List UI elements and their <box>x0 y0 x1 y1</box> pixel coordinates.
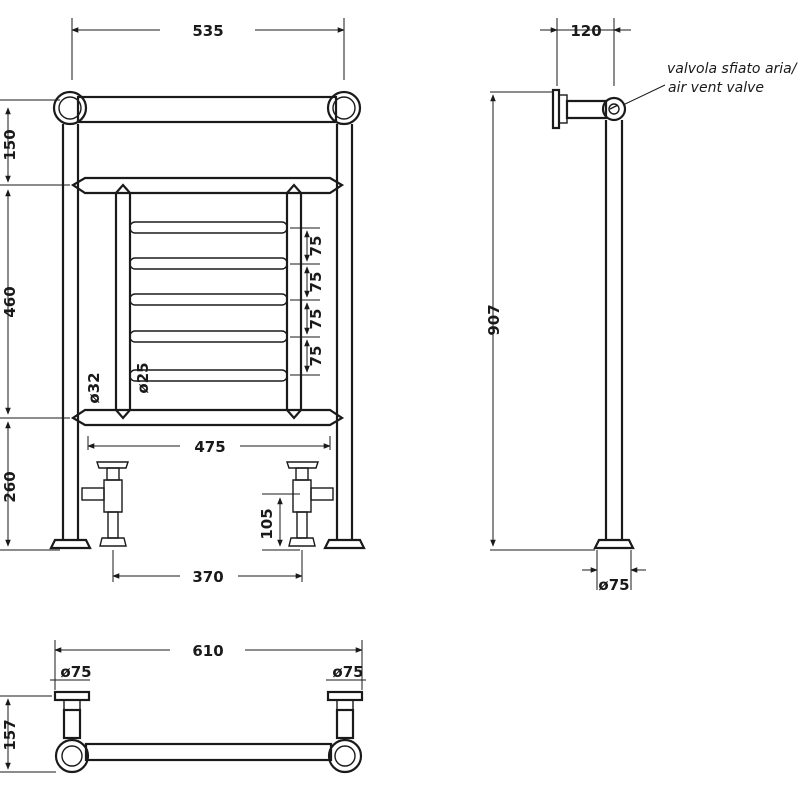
bar-spacing-2: 75 <box>307 272 325 293</box>
bottom-height-label: 260 <box>1 471 19 502</box>
bar-spacing-1: 75 <box>307 236 325 257</box>
bar-spacing-3: 75 <box>307 309 325 330</box>
right-foot-diameter-label: ø75 <box>332 663 363 681</box>
top-rail-height-label: 150 <box>1 129 19 160</box>
valve-spacing-label: 475 <box>194 438 225 456</box>
valve-height-label: 105 <box>258 508 276 539</box>
panel-height-label: 460 <box>1 286 19 317</box>
side-view: 120 valvola sfiato aria/ air vent valve … <box>485 18 798 594</box>
air-vent-label-it: valvola sfiato aria/ <box>667 61 798 77</box>
air-vent-label-en: air vent valve <box>668 80 764 96</box>
connection-spacing-label: 370 <box>192 568 223 586</box>
side-depth-label: 120 <box>570 22 601 40</box>
left-foot-diameter-label: ø75 <box>60 663 91 681</box>
tube-diameter-label: ø25 <box>134 362 152 393</box>
right-valve <box>286 461 334 547</box>
bar-spacing-4: 75 <box>307 346 325 367</box>
side-foot-diameter-label: ø75 <box>598 576 629 594</box>
front-view: 535 150 460 260 <box>0 18 366 586</box>
pipe-diameter-label: ø32 <box>85 372 103 403</box>
left-valve <box>81 461 129 547</box>
overall-width-label: 610 <box>192 642 223 660</box>
width-label: 535 <box>192 22 223 40</box>
top-view: 610 ø75 ø75 157 <box>0 640 366 774</box>
total-height-label: 907 <box>485 304 503 335</box>
top-depth-label: 157 <box>1 719 19 750</box>
